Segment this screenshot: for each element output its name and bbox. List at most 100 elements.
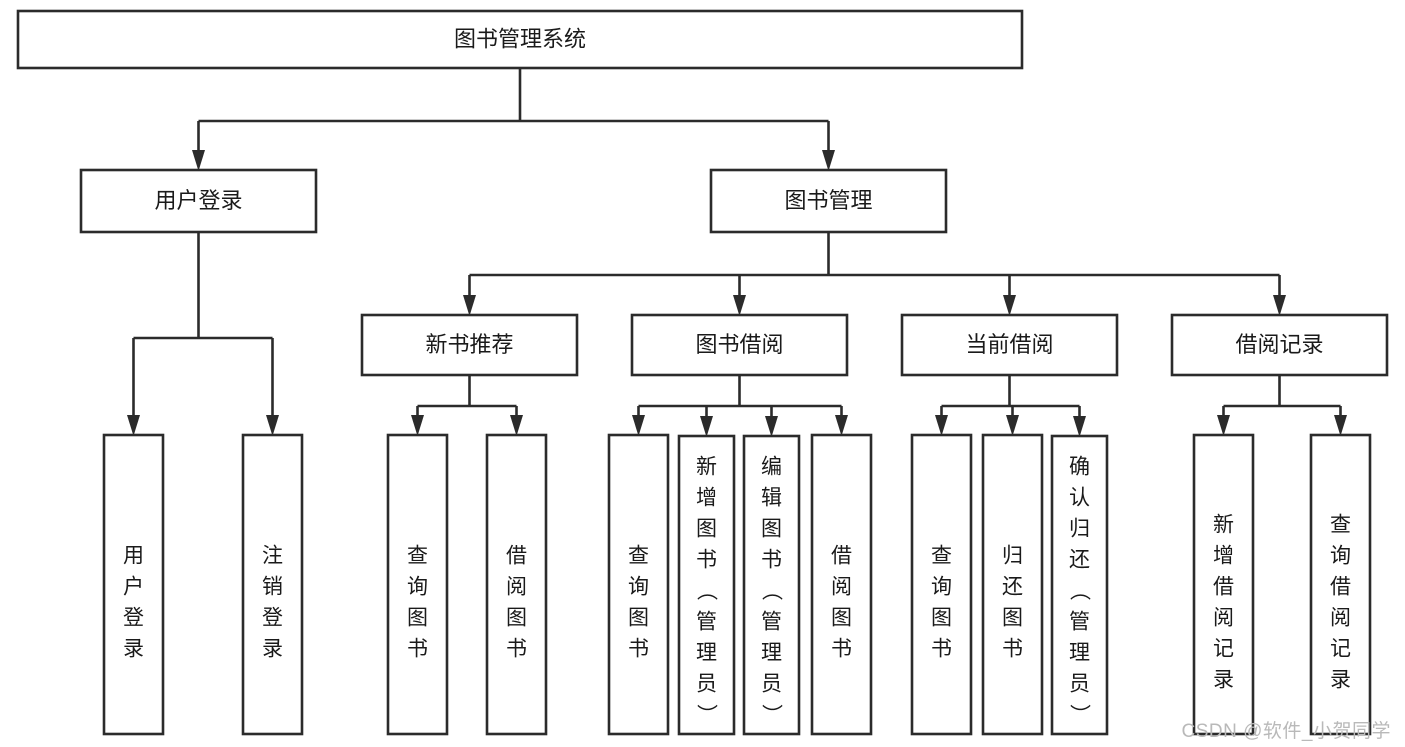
edge-group-from-bookmgmt [463,232,1286,316]
node-bookmgmt[interactable]: 图书管理 [709,168,948,234]
node-root[interactable]: 图书管理系统 [16,9,1024,70]
node-box-newbook [360,313,579,377]
node-label-borrow: 图书借阅 [695,332,783,357]
node-box-leaf-query-book-2 [607,433,670,736]
node-label-leaf-edit-book-char-8: ） [760,704,783,725]
node-box-leaf-user-login [102,433,165,736]
edge-arrowhead-to-leaf-add-record [1217,415,1230,436]
node-label-current: 当前借阅 [965,332,1053,357]
edge-group-from-root [192,68,835,171]
node-box-root [16,9,1024,70]
node-label-leaf-query-book-2-char-3: 书 [628,638,649,661]
node-box-bookmgmt [709,168,948,234]
node-label-leaf-edit-book-char-2: 图 [761,517,782,540]
node-borrow[interactable]: 图书借阅 [630,313,849,377]
node-label-leaf-confirm-return-char-0: 确 [1069,455,1090,478]
node-label-leaf-add-book-char-8: ） [695,704,718,725]
node-label-leaf-return-book-char-0: 归 [1002,545,1023,568]
node-label-leaf-query-record-char-1: 询 [1330,545,1351,568]
node-label-leaf-user-logout-char-3: 录 [262,638,283,661]
node-label-leaf-confirm-return-char-1: 认 [1069,486,1090,509]
node-label-leaf-borrow-book-1-char-3: 书 [506,638,527,661]
node-label-leaf-query-book-2-char-2: 图 [628,607,649,630]
nodes-layer: 图书管理系统用户登录图书管理新书推荐图书借阅当前借阅借阅记录用户登录注销登录查询… [16,9,1389,736]
edge-arrowhead-to-newbook [463,295,476,316]
node-label-leaf-query-record-char-4: 记 [1330,638,1351,661]
node-box-leaf-return-book [981,433,1044,736]
node-label-leaf-confirm-return-char-6: 理 [1069,641,1090,664]
edges-layer [127,68,1347,437]
node-label-leaf-return-book-char-1: 还 [1002,576,1023,599]
node-label-leaf-user-login-char-2: 登 [123,607,144,630]
node-label-leaf-confirm-return-char-5: 管 [1069,610,1090,633]
node-label-leaf-edit-book-char-4: （ [760,580,783,601]
node-box-leaf-user-logout [241,433,304,736]
node-box-leaf-borrow-book-2 [810,433,873,736]
node-label-leaf-edit-book-char-1: 辑 [761,486,782,509]
edge-arrowhead-to-leaf-query-book-2 [632,415,645,436]
node-label-leaf-user-login-char-0: 用 [123,545,144,568]
node-label-leaf-add-book-char-5: 管 [696,610,717,633]
edge-group-from-login [127,232,279,436]
edge-arrowhead-to-leaf-confirm-return [1073,416,1086,437]
node-label-leaf-query-book-3-char-3: 书 [931,638,952,661]
node-label-leaf-query-record-char-5: 录 [1330,669,1351,692]
node-label-leaf-query-book-1-char-2: 图 [407,607,428,630]
edge-arrowhead-to-leaf-query-book-3 [935,415,948,436]
node-box-leaf-confirm-return [1050,434,1109,736]
node-label-leaf-query-book-3-char-1: 询 [931,576,952,599]
node-newbook[interactable]: 新书推荐 [360,313,579,377]
node-box-leaf-add-record [1192,433,1255,736]
node-label-leaf-edit-book-char-6: 理 [761,641,782,664]
node-label-leaf-return-book-char-2: 图 [1002,607,1023,630]
node-label-leaf-query-book-2-char-1: 询 [628,576,649,599]
node-records[interactable]: 借阅记录 [1170,313,1389,377]
node-label-leaf-add-book-char-7: 员 [696,672,717,695]
node-label-leaf-query-book-1-char-3: 书 [407,638,428,661]
node-label-leaf-add-record-char-2: 借 [1213,576,1234,599]
node-label-leaf-edit-book-char-3: 书 [761,548,782,571]
node-label-leaf-query-book-1-char-0: 查 [407,545,428,568]
node-leaf-user-login[interactable]: 用户登录 [102,433,165,736]
node-box-leaf-borrow-book-1 [485,433,548,736]
node-box-leaf-add-book [677,434,736,736]
node-label-leaf-add-book-char-4: （ [695,580,718,601]
node-label-leaf-borrow-book-2-char-2: 图 [831,607,852,630]
node-label-leaf-add-record-char-3: 阅 [1213,607,1234,630]
node-label-leaf-query-record-char-2: 借 [1330,576,1351,599]
node-login[interactable]: 用户登录 [79,168,318,234]
node-label-leaf-query-book-3-char-2: 图 [931,607,952,630]
node-label-leaf-add-record-char-0: 新 [1213,514,1234,537]
node-box-borrow [630,313,849,377]
edge-arrowhead-to-leaf-user-login [127,415,140,436]
node-box-records [1170,313,1389,377]
node-label-leaf-confirm-return-char-4: （ [1068,580,1091,601]
node-label-leaf-add-record-char-4: 记 [1213,638,1234,661]
node-current[interactable]: 当前借阅 [900,313,1119,377]
edge-arrowhead-to-leaf-edit-book [765,416,778,437]
edge-arrowhead-to-leaf-query-book-1 [411,415,424,436]
edge-arrowhead-to-login [192,150,205,171]
node-label-leaf-borrow-book-1-char-0: 借 [506,545,527,568]
node-label-leaf-borrow-book-2-char-0: 借 [831,545,852,568]
node-label-leaf-borrow-book-2-char-1: 阅 [831,576,852,599]
node-label-leaf-query-book-2-char-0: 查 [628,545,649,568]
node-label-leaf-confirm-return-char-2: 归 [1069,517,1090,540]
node-label-leaf-user-logout-char-0: 注 [262,545,283,568]
edge-arrowhead-to-borrow [733,295,746,316]
node-label-bookmgmt: 图书管理 [784,188,872,213]
edge-arrowhead-to-leaf-add-book [700,416,713,437]
